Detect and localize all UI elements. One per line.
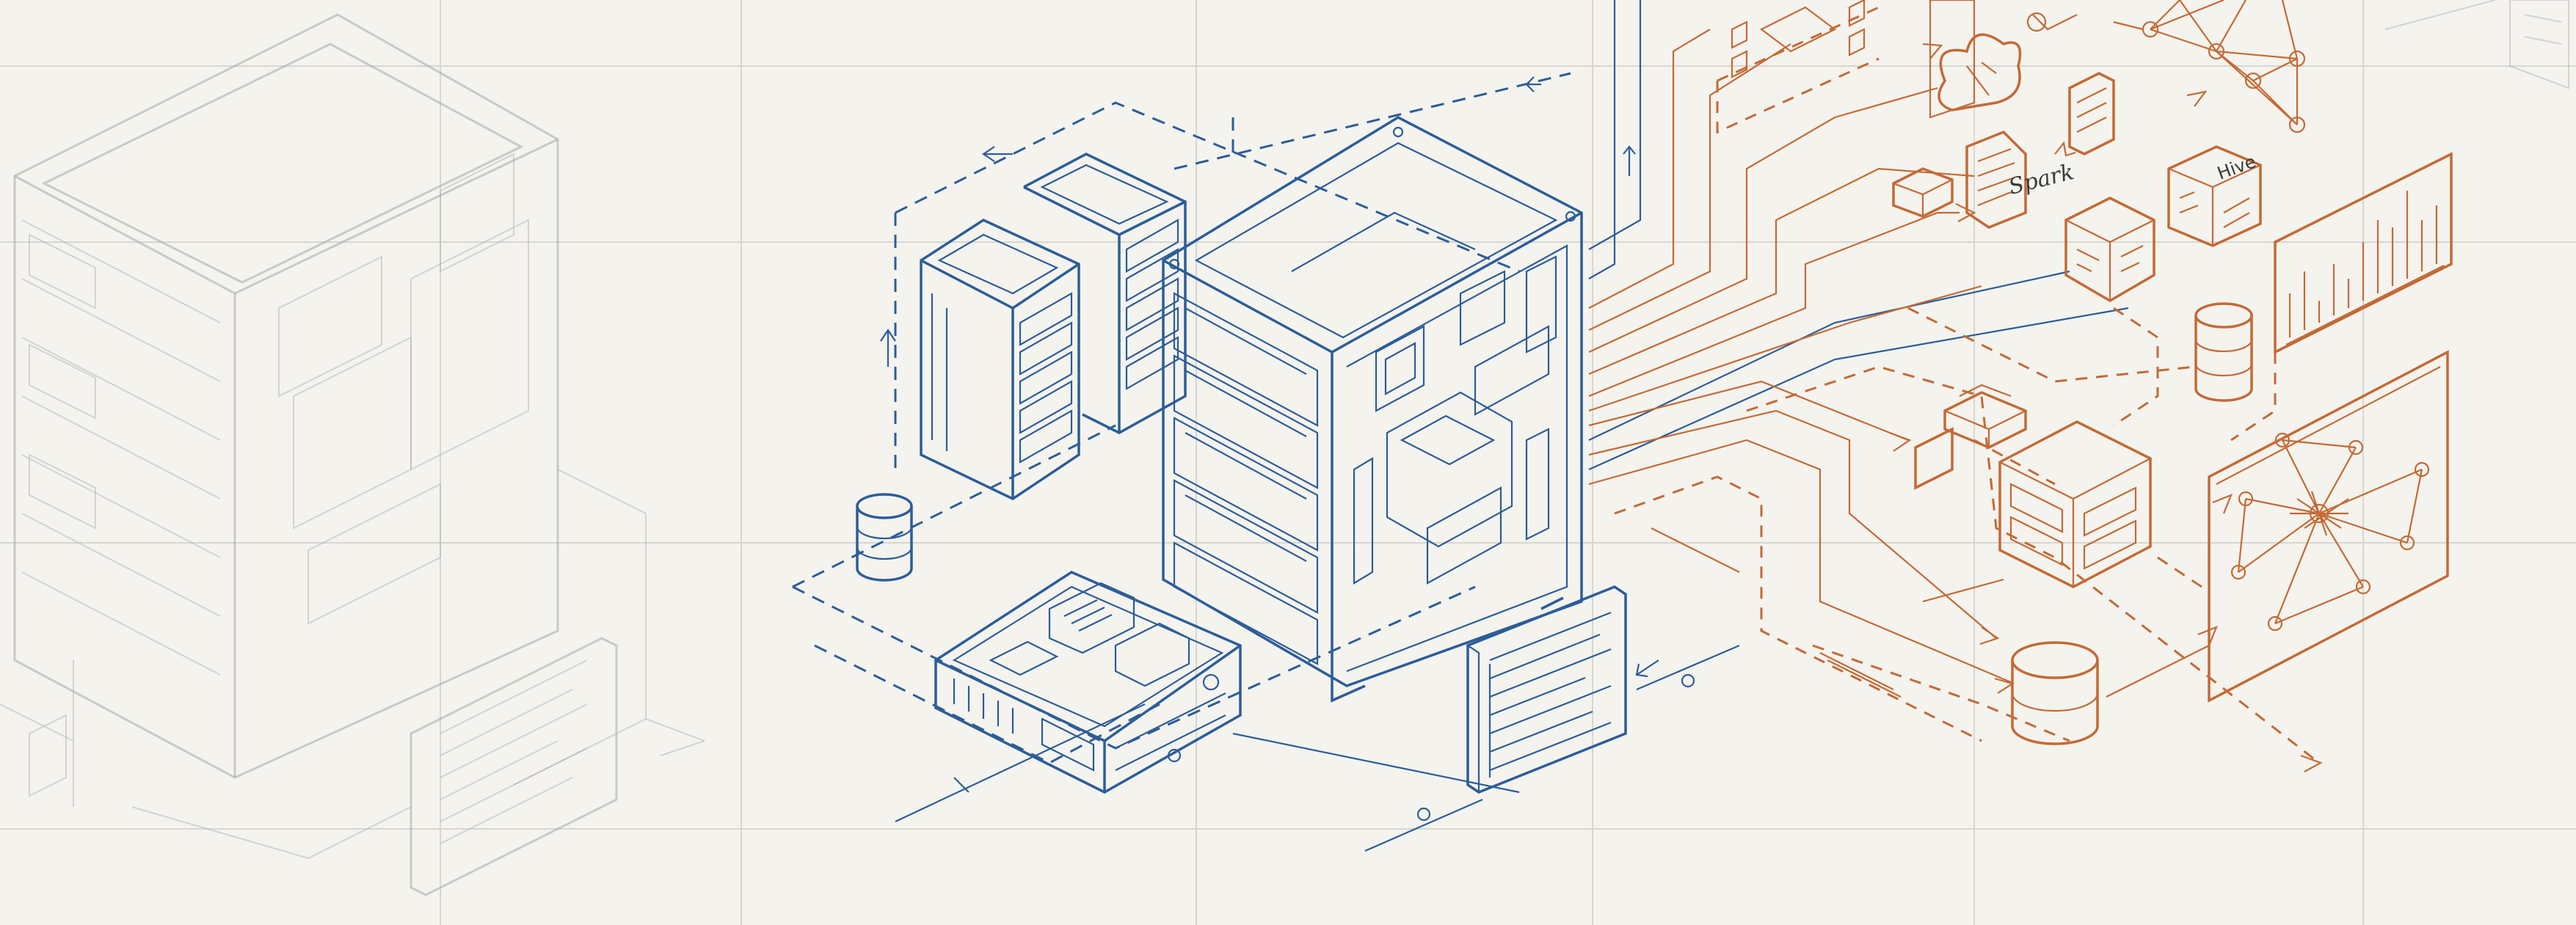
spark-label: Spark <box>2006 159 2076 200</box>
orange-dashed-links <box>1908 308 2275 697</box>
ghost-server-cabinet <box>0 15 705 895</box>
router-boxes <box>1915 385 2055 488</box>
rack-server-small-left <box>921 220 1079 499</box>
orange-arrowheads <box>1890 44 2321 772</box>
rack-server-small-right <box>1024 154 1185 433</box>
data-warehouse-cube <box>2000 422 2150 587</box>
hive-label: Hive <box>2214 151 2258 184</box>
processing-cube <box>2066 198 2154 301</box>
network-graph-panel <box>2209 352 2448 701</box>
main-server-cabinet <box>1163 117 1582 701</box>
open-server-chassis <box>936 572 1240 792</box>
database-icon-orange-lower <box>2012 643 2097 744</box>
database-icon-orange-upper <box>2196 304 2252 401</box>
ghost-panel-top-right <box>2385 0 2569 88</box>
hive-cube: Hive <box>2169 147 2260 246</box>
spark-logo: Spark <box>2006 143 2076 200</box>
document-panel-blue <box>1468 587 1626 792</box>
orange-storage-block-top <box>1893 169 1952 216</box>
database-icon-blue <box>857 494 912 580</box>
